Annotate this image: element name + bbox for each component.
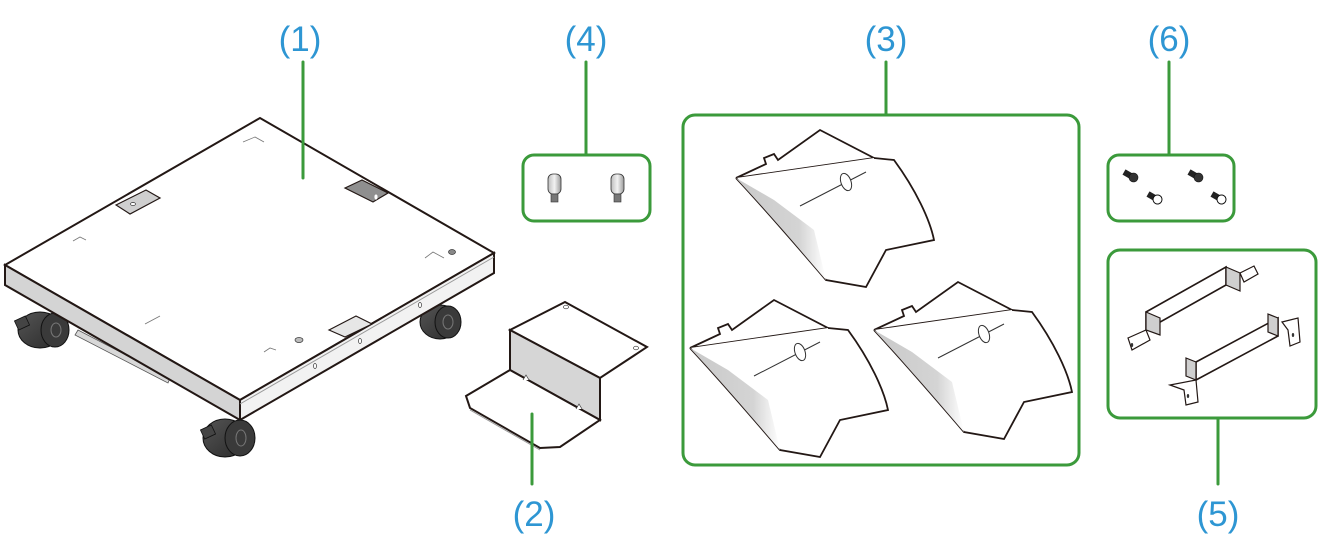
part-3-foot-covers <box>681 60 1081 467</box>
wheel-front-left <box>199 418 256 458</box>
wheel-back-right <box>419 304 462 340</box>
part-4-frame <box>521 153 652 223</box>
part-5-frame <box>1106 248 1318 420</box>
part-6-frame <box>1106 153 1236 223</box>
top-plate-front <box>327 315 374 338</box>
top-plate-left <box>114 189 162 215</box>
foot-cover-icon <box>735 128 936 288</box>
foot-cover-icon <box>689 298 890 458</box>
part-6-screws <box>1106 60 1236 223</box>
part-1-caster-base <box>2 60 496 458</box>
rail-bracket-icon <box>1127 265 1259 351</box>
label-part-3: (3) <box>864 20 908 59</box>
part-2-z-bracket <box>464 300 649 486</box>
part-5-rail-brackets <box>1106 248 1318 486</box>
label-part-5: (5) <box>1196 495 1240 534</box>
thumb-screw-icon <box>610 173 625 203</box>
rail-bracket-icon <box>1167 313 1301 406</box>
label-part-1: (1) <box>278 20 322 59</box>
screw-icon <box>1187 169 1204 183</box>
screw-icon <box>1210 191 1227 205</box>
thumb-screw-icon <box>547 173 562 203</box>
part-3-frame <box>681 113 1081 467</box>
label-part-2: (2) <box>512 495 556 534</box>
foot-cover-icon <box>873 280 1074 440</box>
label-part-4: (4) <box>564 20 608 59</box>
part-4-thumb-screws <box>521 60 652 223</box>
screw-icon <box>1146 191 1163 205</box>
wheel-back-left <box>13 311 70 349</box>
screw-icon <box>1122 169 1139 183</box>
label-part-6: (6) <box>1147 20 1191 59</box>
